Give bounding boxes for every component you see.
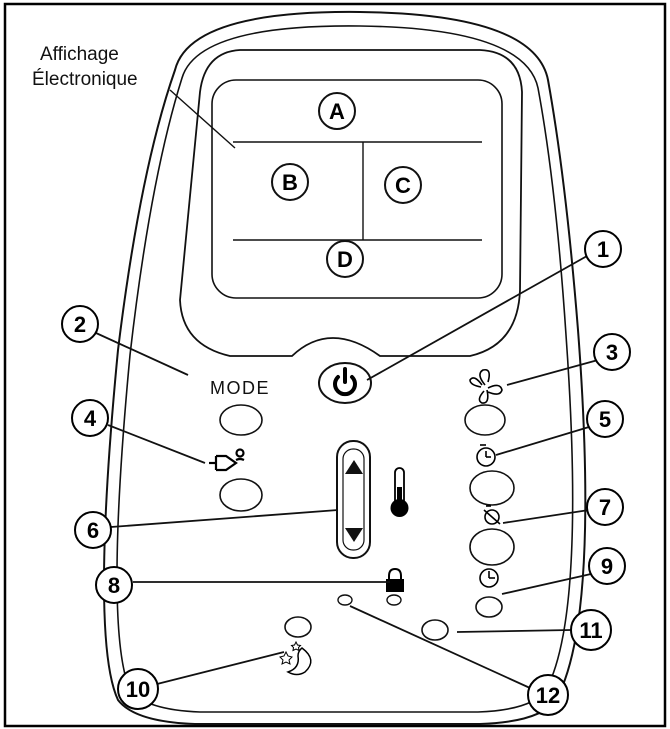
thermometer-icon — [390, 467, 409, 517]
svg-text:8: 8 — [108, 573, 120, 598]
down-arrow-icon[interactable] — [345, 528, 363, 542]
callout-5: 5 — [586, 400, 624, 438]
callout-3: 3 — [593, 333, 631, 371]
timer-off-button[interactable] — [469, 528, 515, 566]
timer-off-icon — [483, 505, 501, 525]
indicator-led-left — [337, 594, 353, 606]
lock-icon — [386, 567, 404, 592]
svg-text:9: 9 — [601, 554, 613, 579]
swing-button[interactable] — [219, 478, 263, 512]
fan-icon — [469, 368, 503, 404]
figure-frame — [3, 2, 667, 728]
svg-text:7: 7 — [599, 495, 611, 520]
display-zone-c: C — [384, 166, 422, 204]
callout-1: 1 — [584, 230, 622, 268]
indicator-led-lock — [386, 594, 402, 606]
sleep-moon-icon — [279, 640, 312, 676]
display-title-line2: Électronique — [32, 69, 138, 90]
fan-button[interactable] — [464, 404, 506, 436]
button-11[interactable] — [421, 619, 449, 641]
mode-label: MODE — [210, 378, 270, 398]
mode-button[interactable] — [219, 404, 263, 436]
timer-on-button[interactable] — [469, 470, 515, 506]
zone-letter-a: A — [329, 99, 345, 124]
svg-text:1: 1 — [597, 237, 609, 262]
clock-button[interactable] — [475, 596, 503, 618]
callout-12: 12 — [527, 674, 569, 716]
zone-letter-c: C — [395, 173, 411, 198]
callout-8: 8 — [95, 566, 133, 604]
display-screen — [211, 79, 503, 299]
display-title-line1: Affichage — [40, 44, 119, 65]
callout-6: 6 — [74, 511, 112, 549]
louver-swing-icon — [209, 448, 245, 472]
svg-text:11: 11 — [579, 618, 602, 643]
remote-body-inner — [116, 25, 574, 713]
remote-body-outer — [103, 10, 587, 725]
sleep-button[interactable] — [284, 616, 312, 638]
clock-icon — [479, 568, 499, 588]
svg-text:4: 4 — [84, 406, 97, 431]
svg-text:10: 10 — [126, 677, 150, 702]
up-arrow-icon[interactable] — [345, 460, 363, 474]
callout-2: 2 — [61, 305, 99, 343]
svg-text:12: 12 — [536, 683, 560, 708]
svg-text:6: 6 — [87, 518, 99, 543]
callout-4: 4 — [71, 399, 109, 437]
callout-9: 9 — [588, 547, 626, 585]
callout-10: 10 — [117, 668, 159, 710]
svg-text:2: 2 — [74, 312, 86, 337]
callout-7: 7 — [586, 488, 624, 526]
display-zone-b: B — [271, 163, 309, 201]
timer-on-icon — [476, 444, 496, 467]
svg-text:5: 5 — [599, 407, 611, 432]
zone-letter-b: B — [282, 170, 298, 195]
zone-letter-d: D — [337, 247, 353, 272]
power-icon — [333, 375, 357, 397]
power-button[interactable] — [318, 362, 372, 404]
display-bezel — [179, 49, 523, 357]
leader-lines — [95, 255, 599, 689]
svg-text:3: 3 — [606, 340, 618, 365]
callout-11: 11 — [570, 609, 612, 651]
display-leader-line — [169, 89, 236, 149]
display-zone-a: A — [318, 92, 356, 130]
display-zone-d: D — [326, 240, 364, 278]
